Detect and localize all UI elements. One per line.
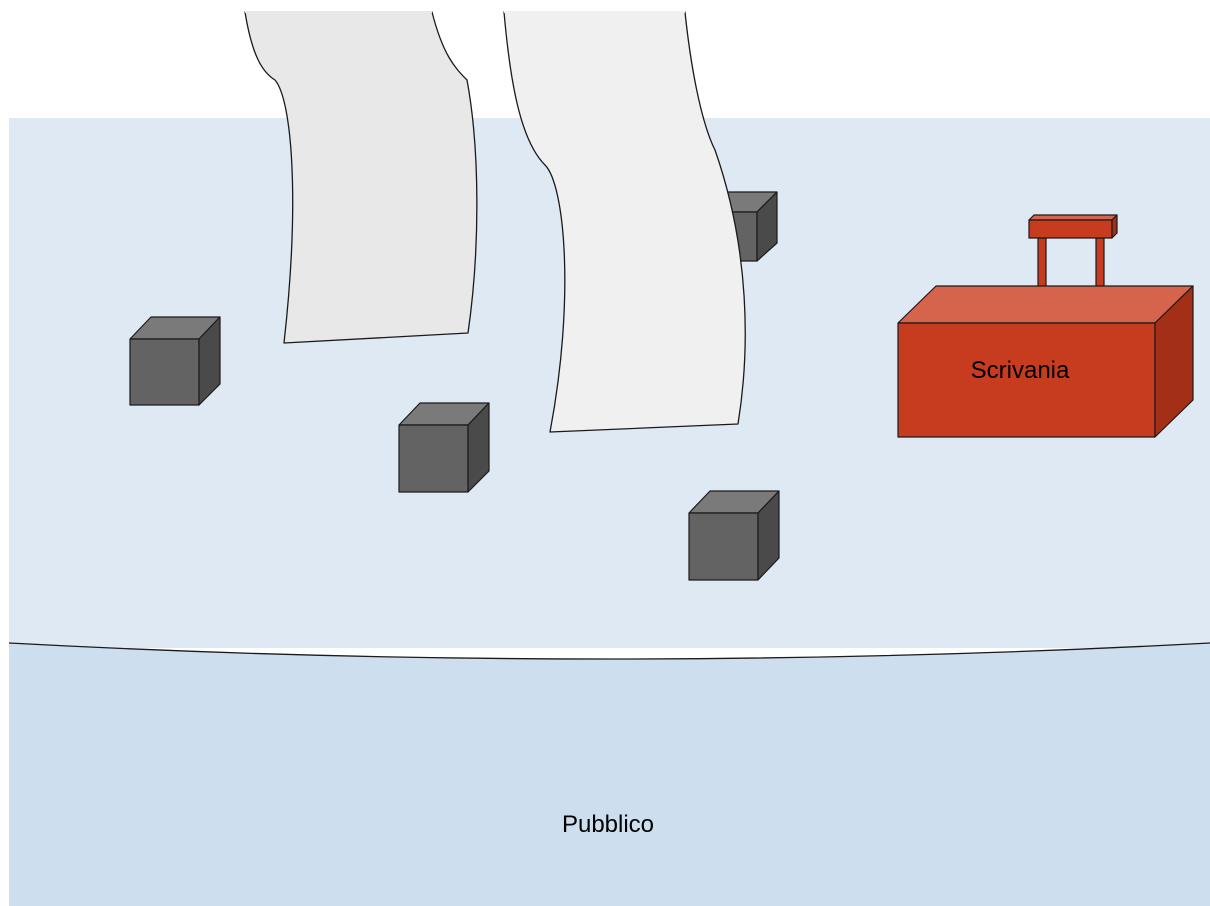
public-area-label: Pubblico — [562, 811, 654, 838]
stage-edge-line — [8, 642, 1210, 660]
desk-icon — [897, 214, 1194, 438]
curtain-left-icon — [244, 11, 478, 344]
desk-label: Scrivania — [971, 357, 1070, 384]
public-area — [9, 643, 1210, 906]
cube-icon — [688, 490, 780, 581]
cube-icon — [129, 316, 221, 406]
curtain-right-icon — [503, 11, 746, 433]
cube-icon — [398, 402, 490, 493]
